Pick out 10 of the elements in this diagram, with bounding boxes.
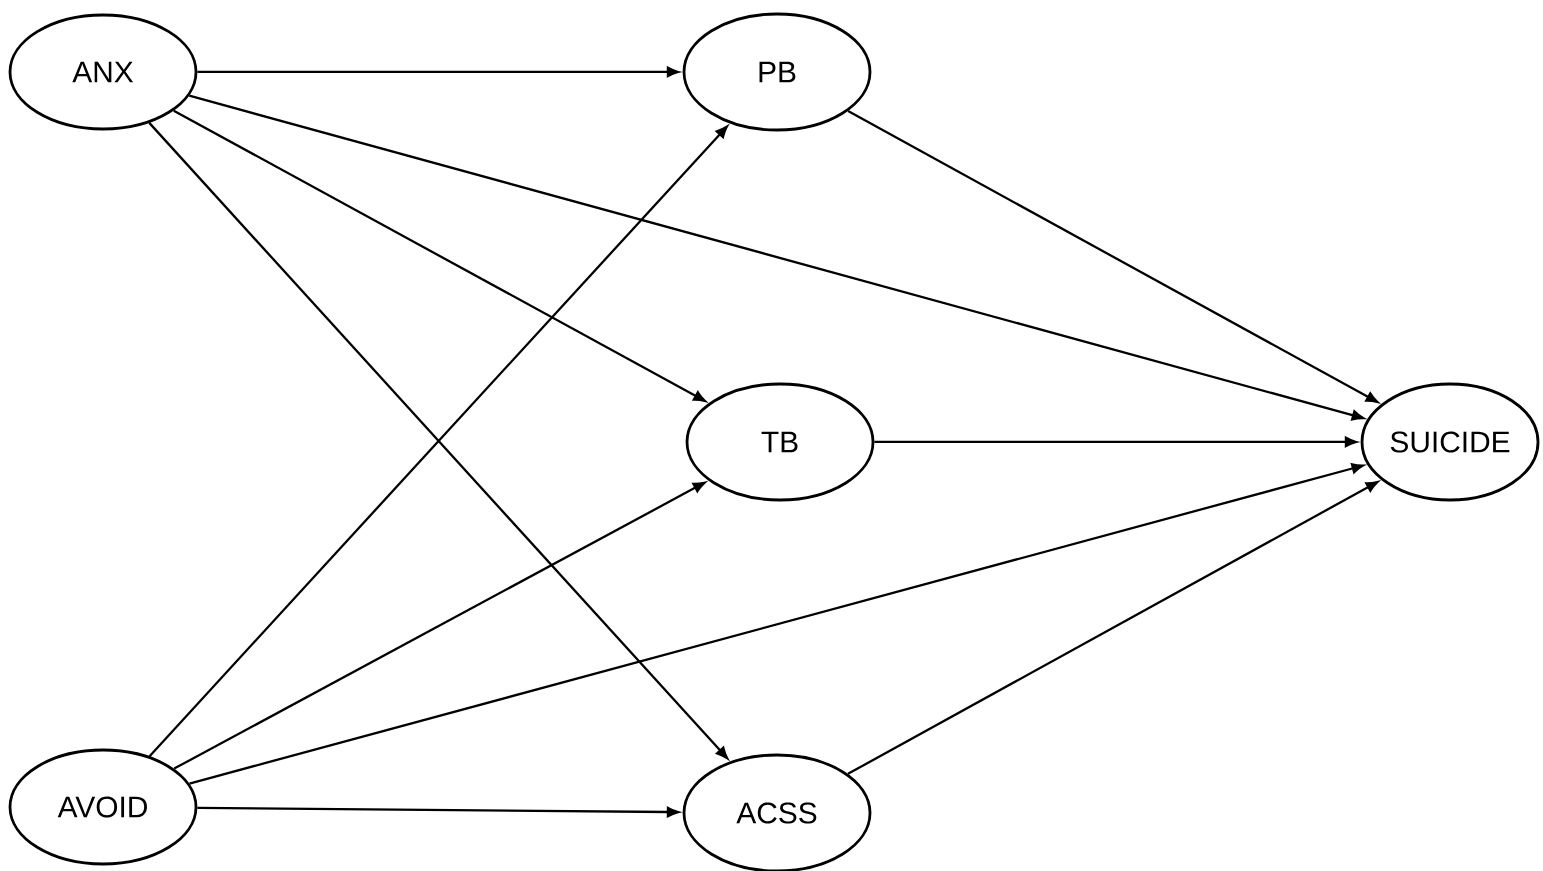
ellipse-node: ANX bbox=[8, 13, 198, 131]
ellipse-node: PB bbox=[682, 12, 872, 132]
arrow bbox=[874, 436, 1358, 448]
arrow bbox=[197, 66, 680, 78]
ellipse-node: SUICIDE bbox=[1360, 382, 1540, 502]
arrow bbox=[189, 94, 1365, 421]
arrow bbox=[847, 110, 1379, 404]
arrow bbox=[173, 109, 706, 402]
ellipse-node: AVOID bbox=[8, 748, 198, 866]
arrow bbox=[197, 806, 680, 818]
